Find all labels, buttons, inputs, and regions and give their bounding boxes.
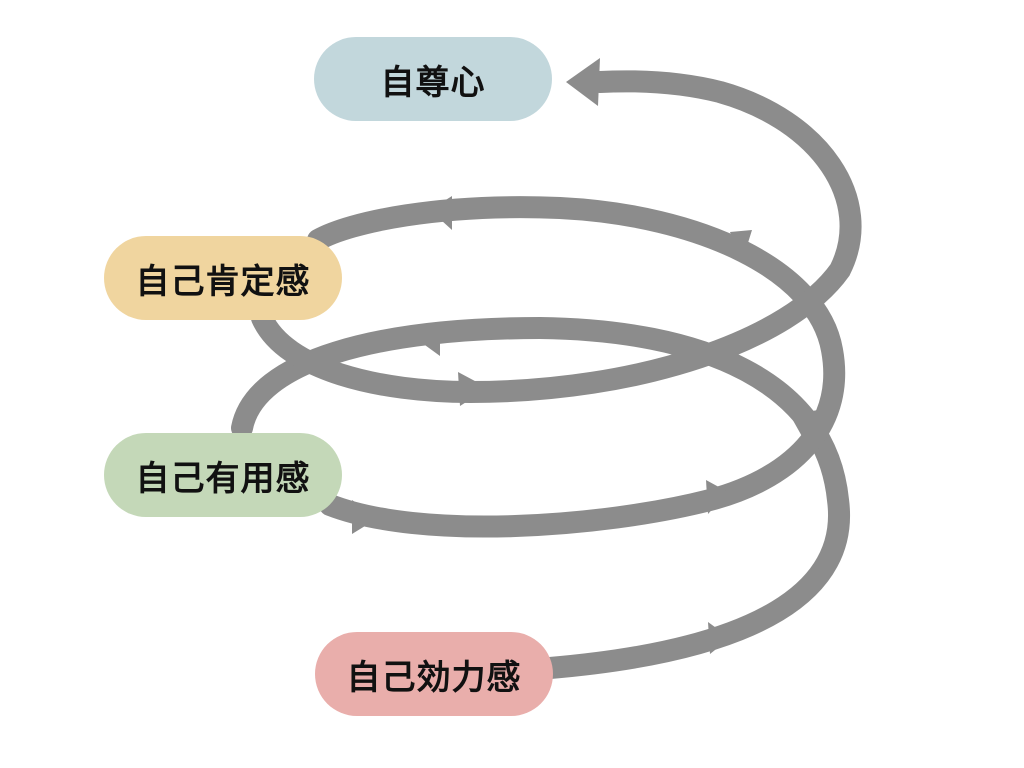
arrowhead-loop3-right	[730, 230, 752, 262]
spiral-segment-1	[231, 316, 851, 679]
arrowhead-top	[566, 58, 600, 106]
arrowhead-loop1-back	[418, 322, 440, 356]
arrowhead-loop1-front	[706, 480, 728, 514]
arrowhead-loop2-right	[790, 410, 818, 440]
spiral-segment-2	[307, 196, 846, 538]
arrowhead-loop1-bottom	[708, 622, 730, 654]
label-self-affirmation: 自己肯定感	[104, 236, 342, 320]
arrowheads	[352, 58, 818, 654]
spiral-segment-3	[251, 70, 862, 404]
arrowhead-loop2-front	[352, 500, 378, 534]
arrowhead-loop3-front	[458, 372, 488, 406]
label-self-usefulness: 自己有用感	[104, 433, 342, 517]
label-self-esteem: 自尊心	[314, 37, 552, 121]
label-self-efficacy: 自己効力感	[315, 632, 553, 716]
arrowhead-loop2-back	[430, 196, 452, 230]
